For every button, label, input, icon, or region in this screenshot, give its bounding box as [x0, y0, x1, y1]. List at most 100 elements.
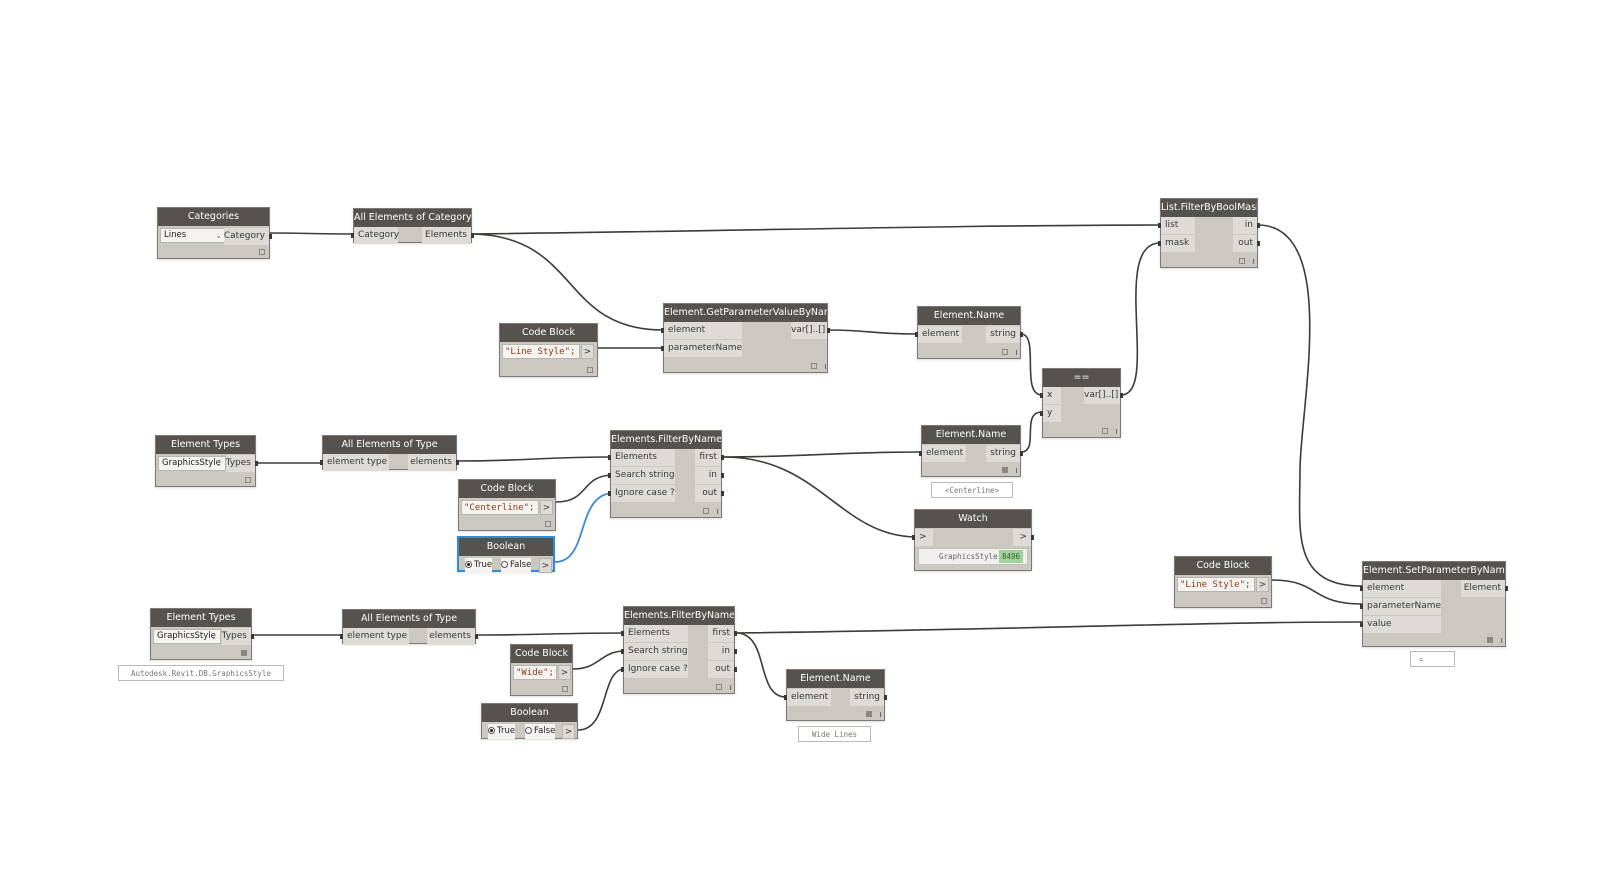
lacing-icon[interactable] [1501, 638, 1502, 643]
port-in-x[interactable]: x [1040, 387, 1061, 404]
port-in-y[interactable]: y [1040, 405, 1061, 422]
port-out-watch[interactable]: > [1013, 529, 1034, 546]
node-categories[interactable]: Categories Lines ⌄ Category [157, 207, 273, 259]
port-out-first[interactable]: first [708, 625, 737, 642]
port-in-element[interactable]: element [784, 689, 831, 706]
node-boolean-2[interactable]: Boolean True False > [481, 703, 578, 739]
node-all-elements-of-type-1[interactable]: All Elements of Type element type elemen… [320, 435, 459, 471]
node-filter-by-name-2[interactable]: Elements.FilterByName Elements Search st… [621, 606, 737, 694]
lacing-icon[interactable] [730, 685, 731, 690]
preview-toggle-icon[interactable] [1002, 349, 1008, 355]
port-out-code[interactable]: > [1256, 577, 1269, 592]
port-in-category[interactable]: Category [351, 227, 399, 244]
node-all-elements-of-category[interactable]: All Elements of Category Category Elemen… [351, 208, 474, 244]
lacing-icon[interactable] [1016, 468, 1017, 473]
preview-toggle-icon[interactable] [703, 508, 709, 514]
port-out-element[interactable]: Element [1461, 580, 1508, 597]
node-code-block-line-style[interactable]: Code Block "Line Style"; > [499, 323, 598, 377]
element-type-dropdown[interactable]: GraphicsStyle ⌄ [158, 456, 226, 471]
node-all-elements-of-type-2[interactable]: All Elements of Type element type elemen… [340, 609, 478, 645]
preview-toggle-icon[interactable] [1002, 467, 1008, 473]
preview-toggle-icon[interactable] [241, 650, 247, 656]
true-radio[interactable]: True [465, 558, 493, 573]
lacing-icon[interactable] [1016, 350, 1017, 355]
preview-toggle-icon[interactable] [1261, 598, 1267, 604]
port-in-value[interactable]: value [1360, 616, 1441, 633]
node-set-parameter-by-name[interactable]: Element.SetParameterByName element param… [1360, 561, 1508, 647]
node-element-name-3[interactable]: Element.Name element string [784, 669, 887, 721]
lacing-icon[interactable] [880, 712, 881, 717]
port-out-types[interactable]: Types [225, 455, 259, 472]
node-code-block-centerline[interactable]: Code Block "Centerline"; > [458, 479, 556, 531]
port-in-search-string[interactable]: Search string [621, 643, 688, 660]
port-in-parameter-name[interactable]: parameterName [1360, 598, 1441, 615]
port-out-code[interactable]: > [540, 500, 553, 515]
preview-toggle-icon[interactable] [866, 711, 872, 717]
port-out-elements[interactable]: elements [427, 628, 478, 645]
lacing-icon[interactable] [1116, 429, 1117, 434]
port-out-category[interactable]: Category [223, 228, 273, 245]
port-out-var[interactable]: var[]..[] [791, 322, 830, 339]
port-out-first[interactable]: first [695, 449, 724, 466]
code-editor[interactable]: "Line Style"; [502, 344, 580, 359]
port-in-element-type[interactable]: element type [320, 454, 389, 471]
port-out-boolean[interactable]: > [539, 558, 552, 573]
port-in-elements[interactable]: Elements [608, 449, 675, 466]
code-editor[interactable]: "Centerline"; [461, 500, 539, 515]
category-dropdown[interactable]: Lines ⌄ [160, 228, 226, 243]
preview-toggle-icon[interactable] [545, 521, 551, 527]
port-out-out[interactable]: out [708, 661, 737, 678]
port-out-in[interactable]: in [695, 467, 724, 484]
node-filter-by-bool-mask[interactable]: List.FilterByBoolMask list mask in out [1158, 198, 1260, 268]
port-in-list[interactable]: list [1158, 217, 1195, 234]
port-out-out[interactable]: out [1233, 235, 1260, 252]
node-element-types-1[interactable]: Element Types GraphicsStyle ⌄ Types [155, 435, 259, 487]
port-in-search-string[interactable]: Search string [608, 467, 675, 484]
watch-element-id[interactable]: 8496 [998, 550, 1023, 563]
node-get-parameter-value[interactable]: Element.GetParameterValueByName element … [661, 303, 830, 373]
port-out-string[interactable]: string [986, 326, 1023, 343]
node-code-block-line-style-2[interactable]: Code Block "Line Style"; > [1174, 556, 1272, 608]
port-out-elements[interactable]: elements [408, 454, 459, 471]
port-in-element-type[interactable]: element type [340, 628, 409, 645]
port-out-code[interactable]: > [581, 344, 594, 359]
preview-toggle-icon[interactable] [587, 367, 593, 373]
port-out-in[interactable]: in [1233, 217, 1260, 234]
port-out-elements[interactable]: Elements [422, 227, 474, 244]
node-filter-by-name-1[interactable]: Elements.FilterByName Elements Search st… [608, 430, 724, 518]
port-in-element[interactable]: element [915, 326, 962, 343]
port-out-boolean[interactable]: > [562, 724, 575, 739]
node-element-types-2[interactable]: Element Types GraphicsStyle ⌄ Types [150, 608, 255, 660]
preview-toggle-icon[interactable] [245, 477, 251, 483]
port-out-string[interactable]: string [986, 445, 1023, 462]
preview-toggle-icon[interactable] [562, 686, 568, 692]
port-out-in[interactable]: in [708, 643, 737, 660]
port-in-watch[interactable]: > [912, 529, 933, 546]
lacing-icon[interactable] [1253, 259, 1254, 264]
node-element-name-2[interactable]: Element.Name element string [919, 425, 1023, 477]
port-out-var[interactable]: var[]..[] [1084, 387, 1123, 404]
code-editor[interactable]: "Line Style"; [1177, 577, 1255, 592]
port-in-elements[interactable]: Elements [621, 625, 688, 642]
port-out-types[interactable]: Types [221, 628, 255, 645]
node-watch[interactable]: Watch > > GraphicsStyle 8496 [912, 509, 1034, 571]
port-in-element[interactable]: element [661, 322, 742, 339]
port-in-mask[interactable]: mask [1158, 235, 1195, 252]
node-code-block-wide[interactable]: Code Block "Wide"; > [510, 644, 573, 696]
port-out-out[interactable]: out [695, 485, 724, 502]
preview-toggle-icon[interactable] [259, 249, 265, 255]
false-radio[interactable]: False [501, 558, 532, 573]
preview-toggle-icon[interactable] [1487, 637, 1493, 643]
port-out-code[interactable]: > [558, 665, 571, 680]
lacing-icon[interactable] [825, 364, 826, 369]
preview-toggle-icon[interactable] [716, 684, 722, 690]
true-radio[interactable]: True [488, 724, 516, 739]
preview-toggle-icon[interactable] [811, 363, 817, 369]
node-element-name-1[interactable]: Element.Name element string [915, 306, 1023, 359]
false-radio[interactable]: False [525, 724, 556, 739]
port-out-string[interactable]: string [850, 689, 887, 706]
node-equals[interactable]: == x y var[]..[] [1040, 368, 1123, 438]
port-in-parameter-name[interactable]: parameterName [661, 340, 742, 357]
preview-toggle-icon[interactable] [1239, 258, 1245, 264]
